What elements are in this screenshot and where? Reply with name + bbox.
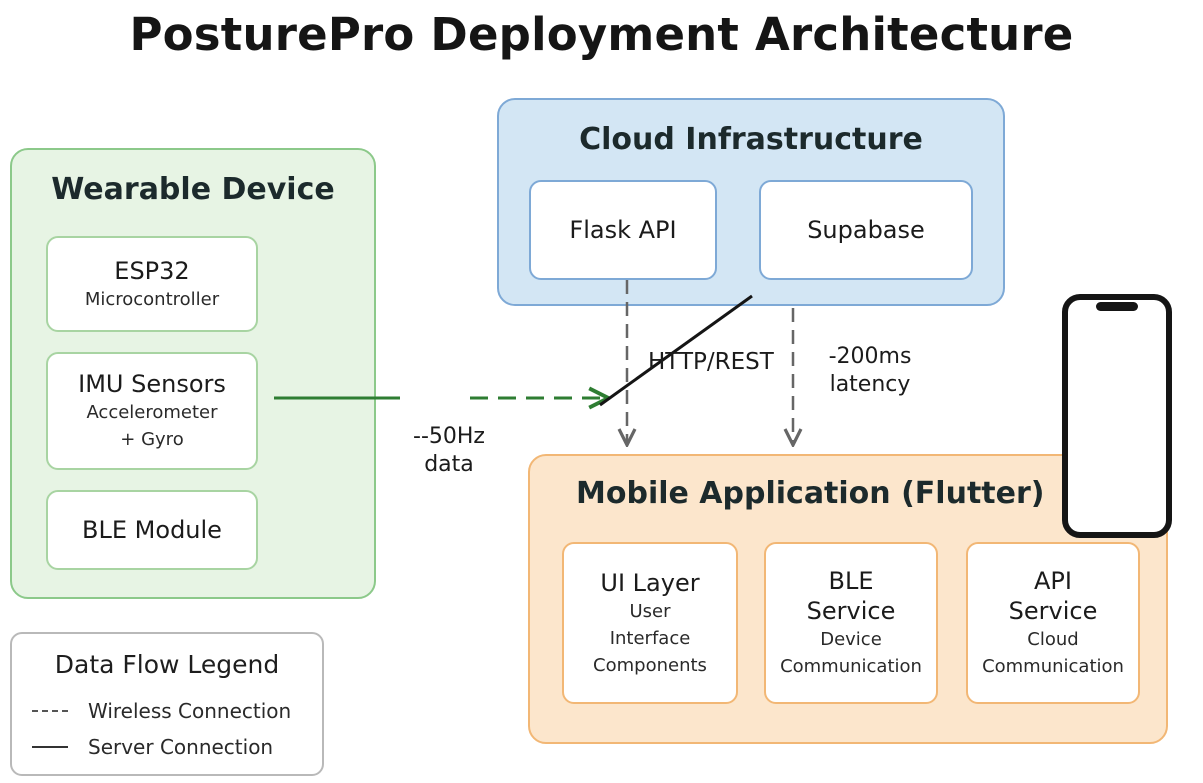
ble-service-component[interactable]: BLE Service Device Communication — [764, 542, 938, 704]
esp32-name: ESP32 — [114, 256, 190, 285]
page-title: PosturePro Deployment Architecture — [129, 8, 1074, 61]
latency-label-line: latency — [829, 372, 911, 397]
api-service-component[interactable]: API Service Cloud Communication — [966, 542, 1140, 704]
supabase-component[interactable]: Supabase — [759, 180, 973, 280]
ble-data-rate-label: --50Hz data — [392, 423, 506, 479]
http-rest-label: HTTP/REST — [648, 349, 774, 375]
ui-layer-detail-line: User — [629, 600, 671, 622]
ble-service-name-line: Service — [806, 597, 896, 625]
dashed-line-sample — [32, 710, 68, 712]
api-service-name-line: API — [1034, 567, 1072, 595]
flask-api-label: Flask API — [569, 216, 677, 244]
flask-api-component[interactable]: Flask API — [529, 180, 717, 280]
cloud-infrastructure-group: Cloud Infrastructure Flask API Supabase — [497, 98, 1005, 306]
ui-layer-component[interactable]: UI Layer User Interface Components — [562, 542, 738, 704]
legend-item-wireless: Wireless Connection — [32, 696, 291, 726]
ble-module-component[interactable]: BLE Module — [46, 490, 258, 570]
ui-layer-name: UI Layer — [600, 568, 700, 597]
smartphone-icon — [1062, 294, 1172, 538]
solid-line-sample — [32, 746, 68, 748]
ble-data-rate-line: --50Hz — [413, 424, 485, 449]
ble-service-detail-line: Communication — [780, 656, 922, 677]
mobile-application-title: Mobile Application (Flutter) — [576, 476, 1045, 511]
wearable-device-title: Wearable Device — [51, 172, 335, 207]
mobile-application-group: Mobile Application (Flutter) UI Layer Us… — [528, 454, 1168, 744]
ble-module-name: BLE Module — [82, 516, 222, 544]
api-service-detail-line: Communication — [982, 656, 1124, 677]
legend-title: Data Flow Legend — [54, 650, 280, 679]
wearable-device-group: Wearable Device ESP32 Microcontroller IM… — [10, 148, 376, 599]
ui-layer-detail-line: Interface — [609, 627, 691, 649]
legend-item-label: Server Connection — [88, 735, 274, 759]
esp32-component[interactable]: ESP32 Microcontroller — [46, 236, 258, 332]
imu-sensors-name: IMU Sensors — [78, 370, 226, 398]
ui-layer-detail-line: Components — [593, 654, 707, 676]
legend-item-label: Wireless Connection — [88, 699, 292, 723]
data-flow-legend: Data Flow Legend Wireless Connection Ser… — [10, 632, 324, 776]
diagonal-server-line — [599, 294, 753, 407]
phone-notch — [1096, 302, 1138, 311]
esp32-detail: Microcontroller — [84, 288, 220, 310]
imu-sensors-component[interactable]: IMU Sensors Accelerometer + Gyro — [46, 352, 258, 470]
ble-service-name-line: BLE — [828, 567, 874, 595]
ble-service-detail-line: Device — [820, 629, 882, 650]
latency-label-line: -200ms — [828, 344, 912, 369]
latency-label: -200ms latency — [814, 343, 926, 399]
api-service-detail-line: Cloud — [1027, 629, 1079, 650]
supabase-label: Supabase — [807, 216, 925, 244]
imu-detail-line: Accelerometer — [86, 402, 218, 423]
api-service-name-line: Service — [1008, 597, 1098, 625]
ble-data-rate-line: data — [424, 452, 474, 477]
cloud-infrastructure-title: Cloud Infrastructure — [579, 122, 923, 157]
imu-detail-line: + Gyro — [120, 429, 184, 450]
legend-item-server: Server Connection — [32, 732, 273, 762]
